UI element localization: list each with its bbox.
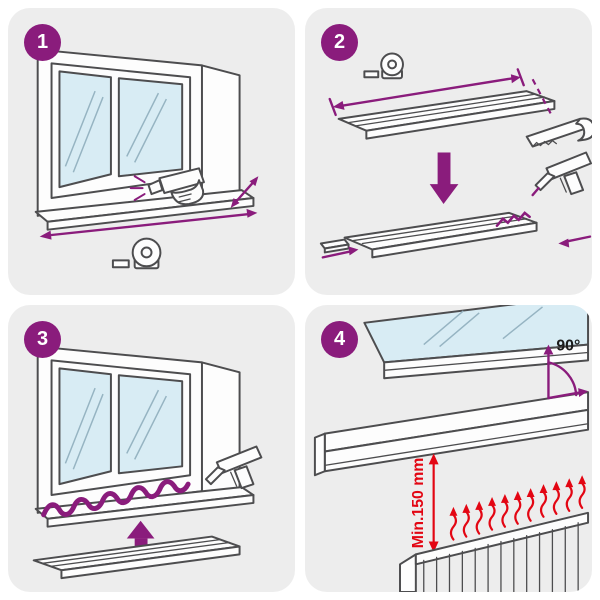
- min-height-label: Min.150 mm: [410, 458, 427, 549]
- mounted-windowsill: [313, 391, 590, 477]
- adhesive-bead: [495, 211, 531, 228]
- sealant-gun-icon: [204, 445, 263, 490]
- step-2-illustration: [319, 52, 592, 259]
- width-dimension-arrow: [39, 208, 258, 240]
- windowsill-board: [337, 90, 556, 140]
- angle-label: 90°: [556, 338, 580, 355]
- panel-step-3: 3: [8, 305, 295, 592]
- panel-step-2: 2: [305, 8, 592, 295]
- sill-base-drawing: [34, 486, 255, 528]
- handsaw-icon: [525, 117, 592, 148]
- window-drawing: [36, 48, 241, 217]
- panel-step-1: 1: [8, 8, 295, 295]
- step-4-illustration: 90° Min.150 mm: [313, 305, 590, 592]
- hand-caulk-gun-icon: [129, 167, 205, 206]
- step-3-illustration: [32, 345, 263, 580]
- cut-line: [531, 78, 554, 118]
- adhesive-wave: [41, 479, 191, 518]
- board-below: [32, 535, 241, 580]
- sealant-gun-icon: [531, 151, 592, 197]
- depth-dimension-arrow: [230, 176, 259, 208]
- end-cap-strip: [319, 238, 350, 254]
- step-1-badge: 1: [24, 24, 61, 61]
- window-glass-drawing: [363, 305, 590, 380]
- right-angle-annotation: 90°: [543, 338, 589, 400]
- step-3-badge: 3: [24, 321, 61, 358]
- slide-in-arrow-right: [558, 235, 592, 248]
- step-down-arrow: [429, 152, 459, 204]
- radiator-drawing: [399, 511, 590, 592]
- measuring-tape-icon: [111, 237, 162, 270]
- panel-step-4: 4: [305, 305, 592, 592]
- step-2-badge: 2: [321, 24, 358, 61]
- min-height-annotation: Min.150 mm: [410, 453, 439, 553]
- cut-board: [343, 211, 538, 259]
- step-1-illustration: [34, 48, 259, 270]
- measuring-tape-icon: [363, 52, 404, 80]
- step-4-badge: 4: [321, 321, 358, 358]
